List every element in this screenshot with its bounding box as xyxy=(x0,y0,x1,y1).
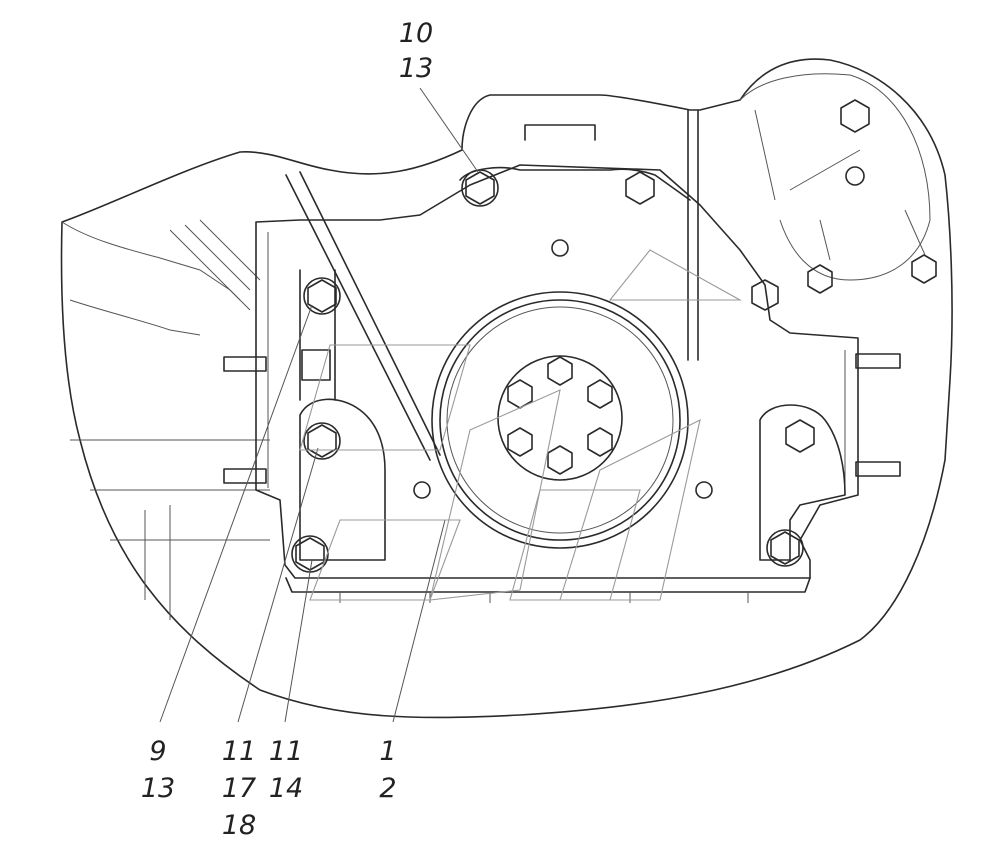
crankshaft-flange xyxy=(497,355,623,481)
rear-cover-plate xyxy=(255,164,859,579)
stud-right-upper xyxy=(855,353,901,369)
callout-11a-line2: 17 xyxy=(221,773,257,804)
gasket-bolts-bottom xyxy=(339,592,749,603)
gasket-bottom xyxy=(285,577,811,593)
callout-top-line2: 13 xyxy=(398,53,434,84)
crankcase-outline xyxy=(60,58,953,719)
plate-inner-edge xyxy=(267,232,846,495)
callout-11b-line2: 14 xyxy=(268,773,304,804)
dowel-hole-left xyxy=(413,481,431,499)
casting-line-left xyxy=(61,221,251,311)
casting-line-left-2 xyxy=(69,299,201,336)
top-flange-gasket xyxy=(459,166,691,201)
right-bracket xyxy=(759,404,846,561)
left-bracket-slot xyxy=(301,349,331,381)
seal-inner-ring xyxy=(446,306,674,534)
left-bracket xyxy=(299,398,386,561)
stud-left-upper xyxy=(223,356,267,372)
tube-diagonal xyxy=(285,171,441,461)
timing-cover-ribs xyxy=(754,109,926,261)
callout-11a-line3: 18 xyxy=(221,810,257,841)
callout-1-line2: 2 xyxy=(379,773,397,804)
callout-top-line1: 10 xyxy=(398,18,434,49)
stud-right-lower xyxy=(855,461,901,477)
top-boss xyxy=(524,124,596,141)
callout-9-line2: 13 xyxy=(140,773,176,804)
seal-ring xyxy=(439,299,681,541)
callout-9: 9 13 xyxy=(140,738,176,802)
flange-bolts xyxy=(507,356,613,475)
callout-11a-line1: 11 xyxy=(221,736,257,767)
lower-left-block xyxy=(70,439,270,620)
dowel-hole-right xyxy=(695,481,713,499)
callout-11b-line1: 11 xyxy=(268,736,304,767)
timing-cover xyxy=(739,73,931,281)
callout-1: 1 2 xyxy=(370,738,406,802)
left-bracket-upper xyxy=(299,269,336,401)
dowel-hole-top xyxy=(551,239,569,257)
stud-left-lower xyxy=(223,468,267,484)
watermark xyxy=(299,249,743,601)
seal-outer-ring xyxy=(431,291,689,549)
callout-11b: 11 14 xyxy=(268,738,304,802)
callout-9-line1: 9 xyxy=(149,736,167,767)
leader-lines xyxy=(159,87,479,723)
bolts xyxy=(291,169,815,573)
tube-vertical xyxy=(687,109,699,361)
callout-1-line1: 1 xyxy=(379,736,397,767)
callout-top: 10 13 xyxy=(398,20,434,82)
casting-rib xyxy=(169,219,261,301)
callout-11a: 11 17 18 xyxy=(221,738,257,839)
timing-cover-bolts xyxy=(807,99,937,294)
